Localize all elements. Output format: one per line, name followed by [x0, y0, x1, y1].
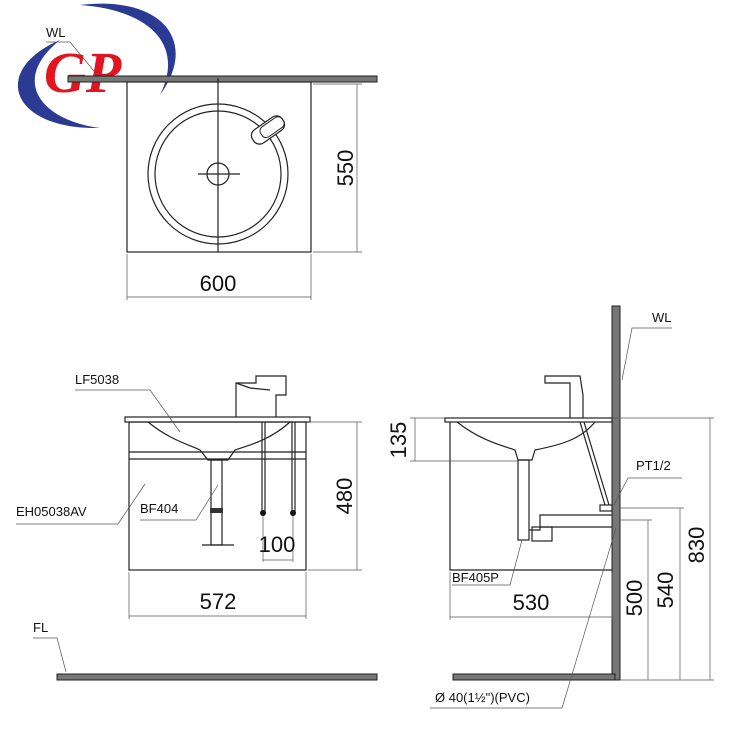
label-pipe: Ø 40(1½")(PVC)	[435, 690, 530, 705]
faucet-front	[235, 375, 287, 417]
side-floor	[452, 673, 616, 681]
dim-550: 550	[333, 150, 358, 187]
side-trap-body	[531, 526, 553, 542]
side-view: WL PT1/2 BF405P 135 530 500 540 830 Ø 40…	[386, 305, 714, 709]
label-bf405p: BF405P	[452, 570, 499, 585]
side-countertop	[444, 417, 613, 423]
label-lf5038: LF5038	[75, 372, 119, 387]
dim-530: 530	[513, 590, 550, 615]
top-view: WL 550 600	[46, 25, 378, 300]
top-wall	[67, 75, 378, 83]
dim-540: 540	[653, 572, 678, 609]
logo-text: GP	[44, 40, 122, 105]
front-cabinet	[128, 421, 307, 571]
side-wall	[611, 305, 621, 681]
dim-500: 500	[622, 580, 647, 617]
basin-inner	[154, 110, 282, 238]
side-wall-label: WL	[652, 310, 672, 325]
label-pt12: PT1/2	[636, 458, 671, 473]
top-wall-label: WL	[46, 25, 66, 40]
label-eh05038av: EH05038AV	[16, 504, 87, 519]
label-fl: FL	[33, 620, 48, 635]
front-countertop	[124, 416, 311, 423]
basin-outer	[147, 103, 289, 245]
dim-135: 135	[386, 422, 411, 459]
dim-100: 100	[259, 532, 296, 557]
front-basin	[147, 421, 291, 461]
front-drain-pipe	[210, 459, 223, 546]
gp-logo: GP	[17, 3, 176, 129]
dim-600: 600	[200, 271, 237, 296]
front-view: 100 480 572 LF5038 EH05038AV BF404 FL	[16, 372, 378, 681]
side-cabinet	[449, 422, 612, 571]
label-bf404: BF404	[140, 501, 178, 516]
logo-crescent-right	[80, 3, 176, 95]
logo-crescent-left	[17, 40, 100, 129]
dim-480: 480	[332, 478, 357, 515]
side-basin	[456, 421, 596, 461]
dim-572: 572	[200, 589, 237, 614]
side-trap	[529, 514, 612, 531]
faucet-side	[544, 375, 584, 418]
front-floor	[56, 673, 378, 681]
dim-830: 830	[684, 527, 709, 564]
top-cabinet	[126, 81, 312, 253]
side-drain-pipe	[517, 459, 530, 541]
faucet-top	[250, 115, 286, 145]
